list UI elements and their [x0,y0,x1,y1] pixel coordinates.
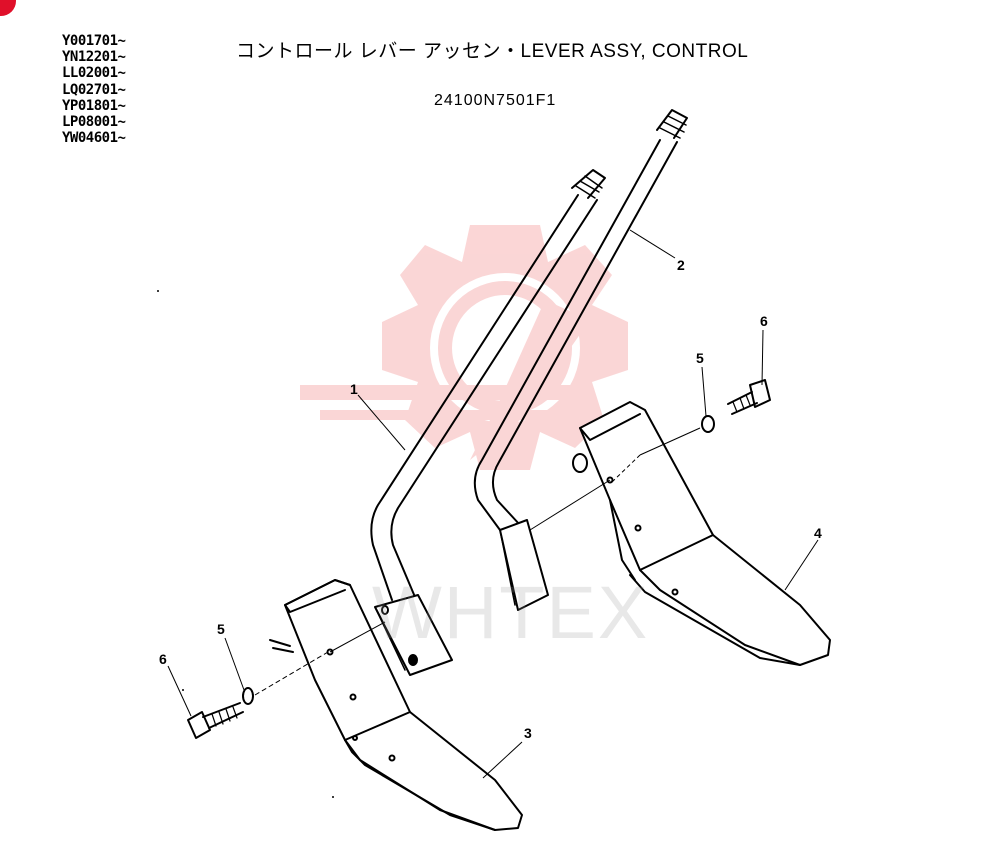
callout-5-right: 5 [696,350,704,366]
washer-left [242,687,254,705]
serial-range: LL02001~ [62,65,126,82]
lever-1 [370,169,606,676]
callout-4: 4 [814,525,822,541]
leader-line-6-right [761,329,764,386]
callout-6-right: 6 [760,313,768,329]
leader-line-3 [482,741,523,779]
pedal-3 [269,579,523,831]
callout-5-left: 5 [217,621,225,637]
lever-2 [473,109,688,611]
leader-line-1 [357,394,406,451]
speck [157,290,159,292]
serial-range-list: Y001701~ YN12201~ LL02001~ LQ02701~ YP01… [62,33,126,147]
leader-line-4 [784,539,819,591]
leader-line-2 [629,229,676,259]
guide-line [529,479,611,531]
pedal-4 [572,401,831,666]
leader-line-5-left [224,637,245,691]
callout-3: 3 [524,725,532,741]
leader-line-6-left [167,665,192,717]
callout-2: 2 [677,257,685,273]
diagram-title: コントロール レバー アッセン・LEVER ASSY, CONTROL [236,41,749,62]
callout-6-left: 6 [159,651,167,667]
bolt-left [187,702,244,739]
bolt-right [727,379,771,415]
leader-line-5-right [701,366,707,417]
speck [182,689,184,691]
serial-range: YP01801~ [62,97,126,114]
guide-line [639,427,701,456]
guide-line [254,651,329,696]
part-number: 24100N7501F1 [434,92,557,109]
watermark-text: WHTEX [372,571,650,654]
serial-range: LP08001~ [62,114,126,131]
watermark-logo [300,225,628,470]
serial-range: Y001701~ [62,33,126,49]
callout-1: 1 [350,381,358,397]
washer-right [701,415,715,433]
guide-line [329,621,386,653]
serial-range: LQ02701~ [62,81,126,98]
speck [332,796,334,798]
serial-range: YW04601~ [62,130,126,147]
serial-range: YN12201~ [62,49,126,66]
